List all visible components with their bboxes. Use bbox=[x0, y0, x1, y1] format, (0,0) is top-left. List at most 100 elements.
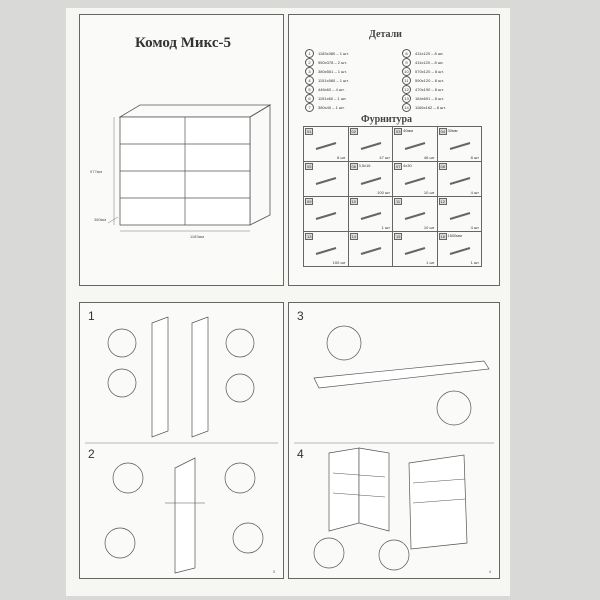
hardware-cell: 02 47 шт bbox=[348, 127, 393, 162]
hardware-id: 03 bbox=[394, 128, 403, 135]
part-size: 950х378 – 2 шт. bbox=[318, 60, 347, 65]
hardware-id: 09 bbox=[305, 198, 314, 205]
hardware-cell: 09 bbox=[304, 197, 349, 232]
hardware-qty: 4 шт bbox=[470, 190, 479, 195]
part-row: 2 950х378 – 2 шт. bbox=[305, 58, 388, 67]
page-number-left: 3 bbox=[272, 569, 275, 574]
part-size: 411х120 – 8 шт. bbox=[415, 60, 444, 65]
hardware-id: 02 bbox=[349, 128, 358, 135]
hardware-cell: 10 1 шт bbox=[348, 197, 393, 232]
part-number: 7 bbox=[305, 103, 314, 112]
hardware-piece-icon bbox=[360, 177, 381, 185]
hardware-piece-icon bbox=[360, 247, 381, 255]
hardware-note: 30мм bbox=[447, 128, 458, 133]
step-3-number: 3 bbox=[297, 309, 304, 323]
part-size: 1183х380 – 1 шт. bbox=[318, 51, 349, 56]
dresser-drawing bbox=[107, 104, 272, 232]
part-number: 2 bbox=[305, 58, 314, 67]
part-row: 4 1151х560 – 1 шт. bbox=[305, 76, 388, 85]
hardware-id: 10 bbox=[349, 198, 358, 205]
hardware-id: 07 bbox=[394, 163, 403, 170]
part-number: 9 bbox=[402, 58, 411, 67]
hardware-piece-icon bbox=[404, 142, 426, 150]
hardware-qty: 1 шт bbox=[470, 260, 479, 265]
steps-3-4-illustration bbox=[294, 325, 494, 571]
hardware-piece-icon bbox=[449, 247, 470, 255]
steps-3-4-panel: 3 4 4 bbox=[288, 302, 500, 579]
product-title: Комод Микс-5 bbox=[135, 35, 231, 51]
hardware-piece-icon bbox=[315, 247, 337, 255]
hardware-piece-icon bbox=[449, 142, 470, 150]
part-number: 8 bbox=[402, 49, 411, 58]
page-number-right: 4 bbox=[488, 569, 491, 574]
hardware-piece-icon bbox=[360, 142, 381, 150]
hardware-id: 04 bbox=[438, 128, 447, 135]
depth-dimension: 380мм bbox=[94, 217, 107, 222]
hardware-qty: 8 шт bbox=[470, 155, 479, 160]
part-row: 9 411х120 – 8 шт. bbox=[402, 58, 485, 67]
hardware-id: 01 bbox=[305, 128, 314, 135]
step-1-number: 1 bbox=[88, 309, 95, 323]
hardware-id: 16 bbox=[438, 233, 447, 240]
hardware-note: 3,5х16 bbox=[358, 163, 371, 168]
part-row: 7 380х40 – 1 шт. bbox=[305, 103, 388, 112]
part-size: 470х190 – 8 шт. bbox=[415, 87, 444, 92]
hardware-piece-icon bbox=[315, 142, 337, 150]
part-size: 411х120 – 8 шт. bbox=[415, 51, 444, 56]
part-number: 11 bbox=[402, 76, 411, 85]
hardware-note: 40мм bbox=[403, 128, 413, 133]
hardware-piece-icon bbox=[315, 177, 337, 185]
part-size: 1151х560 – 1 шт. bbox=[318, 78, 349, 83]
part-size: 380х561 – 1 шт. bbox=[318, 69, 347, 74]
part-size: 184х691 – 8 шт. bbox=[415, 96, 444, 101]
part-number: 13 bbox=[402, 94, 411, 103]
part-size: 380х40 – 1 шт. bbox=[318, 105, 345, 110]
hardware-id: 12 bbox=[438, 198, 447, 205]
part-size: 1151х60 – 1 шт. bbox=[318, 96, 347, 101]
hardware-piece-icon bbox=[404, 247, 426, 255]
hardware-id: 15 bbox=[394, 233, 403, 240]
hardware-cell: 12 4 шт bbox=[437, 197, 482, 232]
hardware-qty: 100 шт bbox=[332, 260, 346, 265]
steps-1-2-panel: 1 2 3 bbox=[79, 302, 284, 579]
hardware-piece-icon bbox=[404, 177, 426, 185]
hardware-piece-icon bbox=[449, 177, 470, 185]
hardware-cell: 08 4 шт bbox=[437, 162, 482, 197]
part-size: 570х120 – 8 шт. bbox=[415, 69, 444, 74]
height-dimension: 977мм bbox=[90, 169, 103, 174]
part-row: 12 470х190 – 8 шт. bbox=[402, 85, 485, 94]
part-size: 1166х162 – 8 шт. bbox=[415, 105, 446, 110]
hardware-qty: 4 шт bbox=[470, 225, 479, 230]
hardware-qty: 1 шт bbox=[381, 225, 390, 230]
hardware-cell: 05 bbox=[304, 162, 349, 197]
hardware-note: 4х30 bbox=[403, 163, 412, 168]
hardware-qty: 100 шт bbox=[377, 190, 390, 195]
hardware-piece-icon bbox=[404, 212, 426, 220]
part-row: 6 1151х60 – 1 шт. bbox=[305, 94, 388, 103]
hardware-id: 05 bbox=[305, 163, 314, 170]
hardware-id: 06 bbox=[349, 163, 358, 170]
hardware-id: 08 bbox=[438, 163, 447, 170]
part-row: 8 411х120 – 8 шт. bbox=[402, 49, 485, 58]
part-number: 6 bbox=[305, 94, 314, 103]
part-number: 12 bbox=[402, 85, 411, 94]
width-dimension: 1183мм bbox=[190, 234, 205, 239]
step-2-number: 2 bbox=[88, 447, 95, 461]
hardware-qty: 8 шт bbox=[337, 155, 346, 160]
hardware-piece-icon bbox=[315, 212, 337, 220]
part-row: 10 570х120 – 8 шт. bbox=[402, 67, 485, 76]
hardware-qty: 47 шт bbox=[379, 155, 390, 160]
part-number: 4 bbox=[305, 76, 314, 85]
part-number: 10 bbox=[402, 67, 411, 76]
parts-header: Детали bbox=[369, 29, 402, 40]
overview-panel: Комод Микс-5 977мм 380мм 1183мм bbox=[79, 14, 284, 286]
part-size: 446х60 – 4 шт. bbox=[318, 87, 345, 92]
